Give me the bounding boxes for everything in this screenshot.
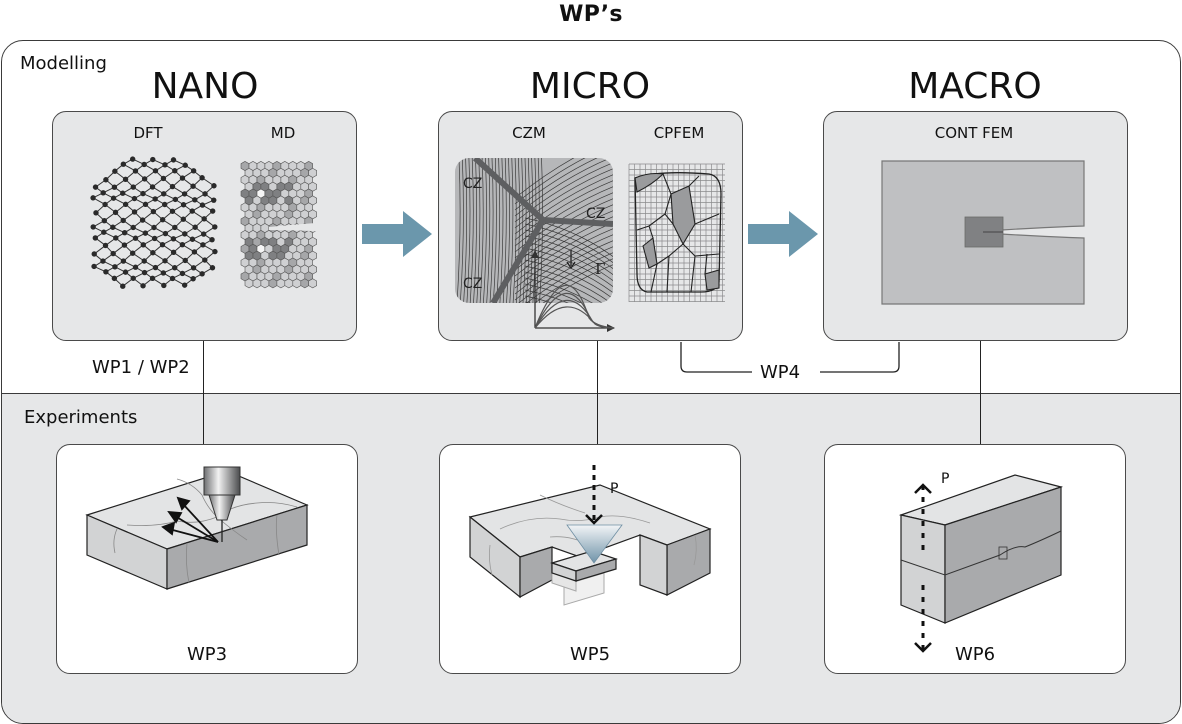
experiment-label-wp5: WP5 <box>569 644 611 665</box>
cpfem-grain-mesh-graphic <box>628 163 725 302</box>
connector-nano <box>203 340 205 444</box>
method-label-md: MD <box>270 124 296 142</box>
arrow-nano-to-micro-icon <box>362 211 432 257</box>
link-label-wp1-wp2: WP1 / WP2 <box>92 357 190 378</box>
experiment-label-wp3: WP3 <box>186 644 228 665</box>
connector-macro <box>980 340 982 444</box>
dft-lattice-graphic <box>90 156 218 289</box>
panel-wp5: P WP5 <box>439 444 741 674</box>
figure-title: WP’s <box>559 2 623 27</box>
arrow-micro-to-macro-icon <box>748 211 818 257</box>
wp3-indentation-graphic <box>85 466 309 590</box>
connector-micro <box>597 340 599 444</box>
method-label-dft: DFT <box>133 124 163 142</box>
czm-graphic: CZ CZ CZ Γ <box>455 158 615 332</box>
gamma-label: Γ <box>595 260 605 278</box>
section-label-modelling: Modelling <box>20 53 107 74</box>
panel-wp6: P WP6 <box>824 444 1126 674</box>
cz-label-3: CZ <box>463 276 482 292</box>
experiment-label-wp6: WP6 <box>954 644 996 665</box>
load-label-wp6: P <box>941 471 949 487</box>
cont-fem-specimen-graphic <box>881 160 1085 305</box>
method-label-cont-fem: CONT FEM <box>934 124 1014 142</box>
scale-title-micro: MICRO <box>529 66 651 107</box>
panel-macro: CONT FEM <box>823 111 1128 341</box>
panel-nano: DFT MD <box>52 111 357 341</box>
panel-wp3: WP3 <box>56 444 358 674</box>
panel-micro: CZM CPFEM CZ CZ CZ Γ <box>438 111 743 341</box>
cz-label-2: CZ <box>586 206 605 222</box>
md-hexagon-graphic <box>240 161 329 289</box>
link-label-wp4: WP4 <box>760 362 801 383</box>
scale-title-nano: NANO <box>151 66 259 107</box>
method-label-czm: CZM <box>512 124 546 142</box>
section-label-experiments: Experiments <box>24 407 138 428</box>
wp5-pillar-compression-graphic: P <box>468 465 712 606</box>
load-label-wp5: P <box>610 481 618 497</box>
wp6-tension-specimen-graphic: P <box>898 471 1064 653</box>
cz-label-1: CZ <box>463 176 482 192</box>
method-label-cpfem: CPFEM <box>653 124 705 142</box>
scale-title-macro: MACRO <box>908 66 1042 107</box>
